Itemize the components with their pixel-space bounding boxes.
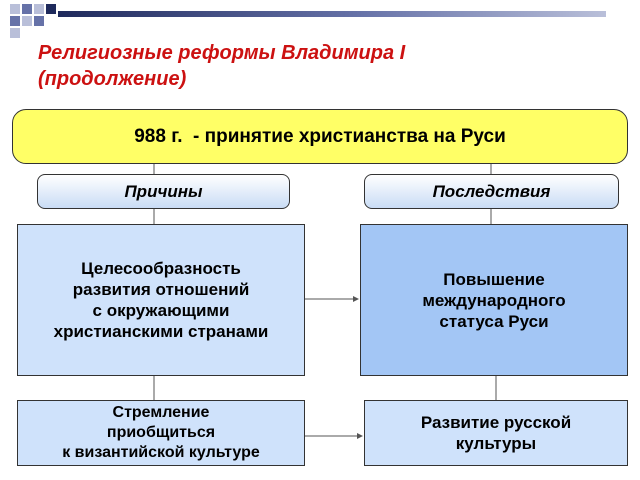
consequences-header-text: Последствия	[432, 181, 551, 201]
decor-square-7	[34, 16, 44, 26]
cause-1-line-2: развития отношений	[72, 280, 250, 299]
consequences-header: Последствия	[364, 174, 619, 209]
consequence-2-line-2: культуры	[455, 434, 537, 453]
cause-2-line-3: к византийской культуре	[62, 444, 260, 461]
page-title-line-2: (продолжение)	[38, 68, 187, 90]
cause-box-2: Стремление приобщиться к византийской ку…	[17, 400, 305, 466]
cause-2-line-1: Стремление	[112, 404, 210, 421]
decor-square-2	[22, 4, 32, 14]
main-event-box: 988 г. - принятие христианства на Руси	[12, 109, 628, 164]
consequence-box-2: Развитие русской культуры	[364, 400, 628, 466]
page-title-line-1: Религиозные реформы Владимира I	[38, 42, 406, 64]
consequence-1-line-3: статуса Руси	[439, 311, 549, 331]
consequence-box-1: Повышение международного статуса Руси	[360, 224, 628, 376]
main-event-text: 988 г. - принятие христианства на Руси	[134, 125, 506, 147]
decor-square-5	[10, 16, 20, 26]
cause-1-line-3: с окружающими	[92, 301, 230, 320]
cause-1-line-1: Целесообразность	[81, 259, 241, 278]
causes-header-text: Причины	[124, 181, 203, 201]
decor-square-3	[34, 4, 44, 14]
consequence-2-line-1: Развитие русской	[420, 413, 572, 432]
decor-square-8	[10, 28, 20, 38]
cause-1-line-4: христианскими странами	[53, 322, 269, 341]
decor-square-6	[22, 16, 32, 26]
page-title: Религиозные реформы Владимира I (продолж…	[38, 40, 598, 92]
cause-box-1: Целесообразность развития отношений с ок…	[17, 224, 305, 376]
cause-2-line-2: приобщиться	[106, 424, 216, 441]
consequence-1-line-1: Повышение	[443, 269, 545, 289]
decor-square-4	[46, 4, 56, 14]
decor-header-bar	[58, 11, 606, 17]
decor-square-1	[10, 4, 20, 14]
consequence-1-line-2: международного	[422, 290, 566, 310]
causes-header: Причины	[37, 174, 290, 209]
